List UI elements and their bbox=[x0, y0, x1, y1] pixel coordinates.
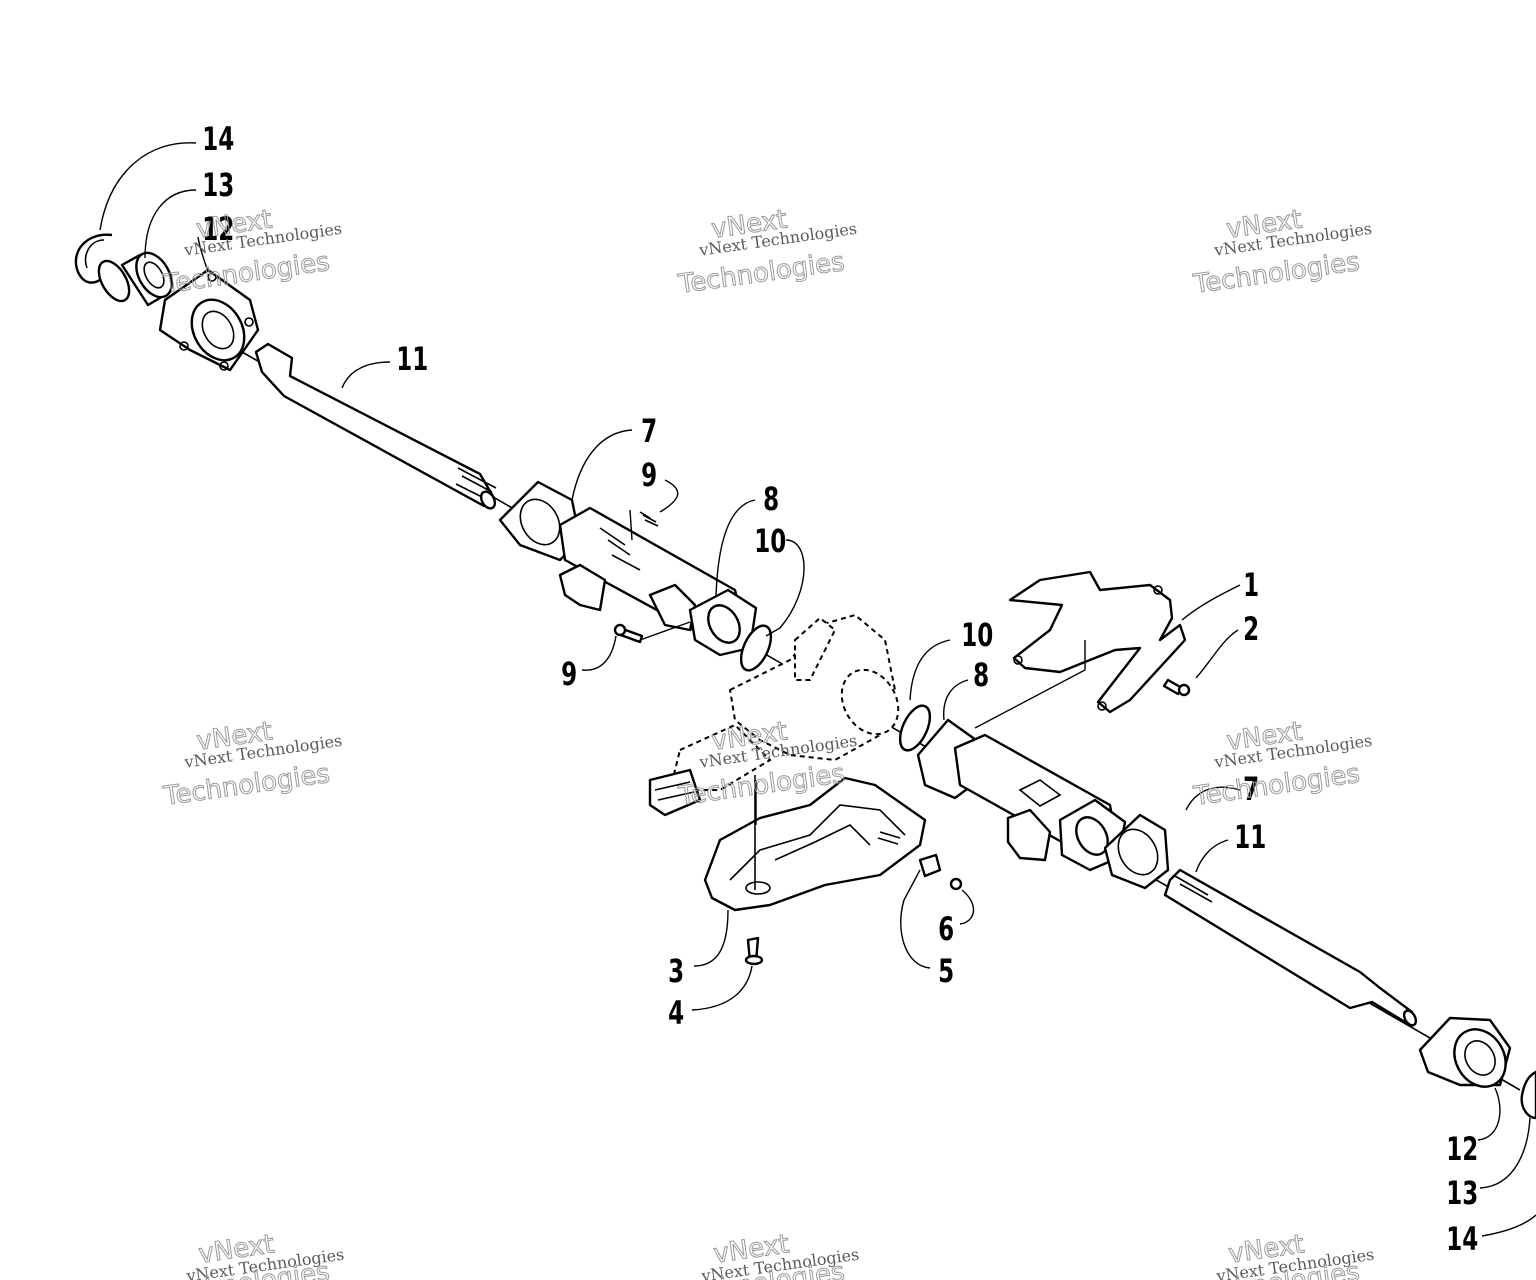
callout-7-right: 7 bbox=[1243, 770, 1259, 808]
callout-12-top: 12 bbox=[202, 210, 234, 248]
callout-7-left: 7 bbox=[641, 412, 657, 450]
callout-3: 3 bbox=[668, 952, 684, 990]
callout-10-left: 10 bbox=[754, 522, 786, 560]
callout-6: 6 bbox=[938, 910, 954, 948]
watermark-4: vNext vNext Technologies Technologies bbox=[161, 716, 344, 813]
axle-shaft-left bbox=[254, 342, 497, 510]
watermark-7: vNext vNext Technologies Technologies bbox=[160, 1229, 345, 1280]
bearing-housing-right bbox=[1418, 1016, 1512, 1088]
bearing-left bbox=[97, 251, 173, 307]
o-ring-right bbox=[898, 704, 932, 752]
callout-14-top: 14 bbox=[202, 120, 234, 158]
leader-lines bbox=[99, 142, 1536, 1237]
callout-8-right: 8 bbox=[973, 656, 989, 694]
axle-shaft-right bbox=[1163, 868, 1418, 1027]
clip-5 bbox=[918, 853, 942, 878]
watermark-6: vNext vNext Technologies Technologies bbox=[1191, 716, 1374, 813]
bolt-4 bbox=[744, 936, 764, 966]
gasket-right-7 bbox=[1103, 813, 1170, 890]
nut-6 bbox=[949, 877, 963, 891]
callout-9-upper: 9 bbox=[641, 456, 657, 494]
watermark-9: vNext vNext Technologies Technologies bbox=[1190, 1229, 1375, 1280]
bracket bbox=[1008, 570, 1187, 714]
callout-9-lower: 9 bbox=[561, 655, 577, 693]
callout-8-left: 8 bbox=[763, 480, 779, 518]
callout-11-left: 11 bbox=[396, 340, 428, 378]
bearing-housing-left bbox=[158, 268, 260, 372]
callout-1: 1 bbox=[1243, 566, 1259, 604]
callout-14-bottom: 14 bbox=[1446, 1220, 1478, 1258]
callout-12-bottom: 12 bbox=[1446, 1130, 1478, 1168]
callout-13-bottom: 13 bbox=[1446, 1174, 1478, 1212]
callout-13-top: 13 bbox=[202, 166, 234, 204]
o-ring-left bbox=[739, 624, 773, 672]
callout-11-right: 11 bbox=[1234, 818, 1266, 856]
watermark-2: vNext vNext Technologies Technologies bbox=[675, 204, 858, 301]
bolt-2 bbox=[1162, 678, 1191, 697]
bearing-right bbox=[1520, 1070, 1536, 1120]
callout-5: 5 bbox=[938, 952, 954, 990]
skid-plate bbox=[703, 775, 927, 912]
axle-tube-left bbox=[558, 506, 758, 657]
axle-tube-right bbox=[953, 733, 1127, 872]
callout-4: 4 bbox=[668, 994, 684, 1032]
callout-2: 2 bbox=[1243, 610, 1259, 648]
watermark-3: vNext vNext Technologies Technologies bbox=[1190, 204, 1373, 301]
callout-labels: 14 13 12 11 7 9 8 10 9 10 8 1 2 7 11 3 4… bbox=[202, 120, 1478, 1258]
watermark-1: vNext vNext Technologies Technologies bbox=[160, 204, 343, 301]
watermark-8: vNext vNext Technologies Technologies bbox=[675, 1229, 860, 1280]
bolt-9-upper bbox=[639, 511, 659, 527]
callout-10-right: 10 bbox=[961, 616, 993, 654]
bolt-9-lower bbox=[613, 623, 644, 644]
differential bbox=[648, 613, 900, 817]
